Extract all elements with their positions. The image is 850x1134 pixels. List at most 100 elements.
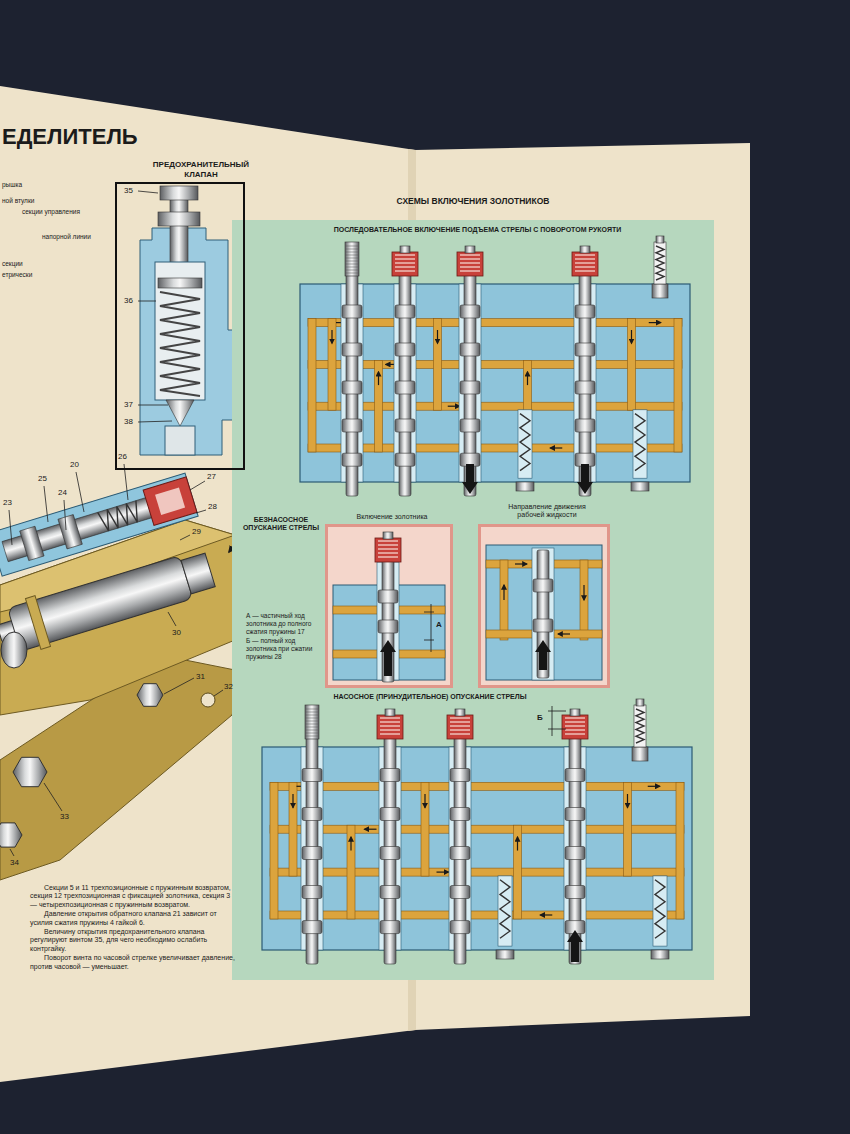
- spool-valve-section: [518, 410, 532, 478]
- spool-valve-section: [460, 266, 480, 267]
- scheme-heading: ПОСЛЕДОВАТЕЛЬНОЕ ВКЛЮЧЕНИЕ ПОДЪЕМА СТРЕЛ…: [250, 226, 705, 234]
- callout-number: 20: [70, 460, 79, 470]
- spool-valve-section: [305, 712, 319, 713]
- spool-valve-section: [305, 724, 319, 725]
- note-paragraph: Величину открытия предохранительного кла…: [30, 928, 235, 953]
- relief-valve-drawing: [158, 278, 202, 288]
- spool-valve-section: [345, 258, 359, 259]
- spool-valve-section: [380, 717, 400, 718]
- flow-detail: [558, 633, 570, 634]
- spool-valve-section: [562, 715, 588, 739]
- detail-heading: Направление движения рабочей жидкости: [497, 503, 597, 520]
- callout-number: 27: [207, 472, 216, 482]
- relief-valve-drawing: [165, 426, 195, 455]
- valve-cylinder: [181, 553, 215, 594]
- spool-valve-section: [460, 262, 480, 263]
- spool-detail: [431, 604, 432, 652]
- spool-valve-section: [302, 769, 322, 782]
- spool-valve-section: [380, 847, 400, 860]
- relief-valve-drawing: [140, 186, 236, 455]
- spool-valve-section: [395, 270, 415, 271]
- callout-number: 30: [172, 628, 181, 638]
- cutaway-spool: [58, 515, 82, 549]
- spool-valve-section: [514, 825, 522, 919]
- callout-number: 36: [124, 296, 133, 306]
- spool-valve-section: [380, 725, 400, 726]
- spool-valve-section: [342, 381, 362, 394]
- spool-valve-section: [517, 837, 518, 851]
- spool-valve-section: [577, 464, 593, 494]
- spool-valve-section: [305, 705, 319, 739]
- spool-valve-section: [565, 725, 585, 726]
- spool-valve-section: [575, 266, 595, 267]
- spool-valve-section: [345, 255, 359, 256]
- spool-valve-section: [345, 267, 359, 268]
- leader-lines: [168, 612, 176, 626]
- spool-valve-section: [580, 246, 590, 253]
- spool-valve-section: [527, 372, 528, 385]
- spool-valve-section: [572, 252, 598, 276]
- spool-valve-section: [635, 414, 645, 471]
- leader-lines: [44, 486, 48, 522]
- spool-valve-section: [520, 414, 530, 471]
- flow-detail: [532, 548, 554, 680]
- spool-valve-section: [305, 715, 319, 716]
- spool-valve-section: [550, 447, 562, 448]
- cutaway-spool: [20, 526, 44, 560]
- spool-valve-section: [270, 782, 278, 919]
- spool-valve-section: [345, 264, 359, 265]
- flow-detail: [535, 640, 551, 670]
- spool-detail: [378, 544, 398, 545]
- spool-valve-section: [460, 270, 480, 271]
- flow-detail: [583, 585, 584, 600]
- spool-valve-section: [450, 921, 470, 934]
- relief-valve-drawing: [166, 400, 194, 426]
- spool-valve-section: [378, 372, 379, 385]
- spool-valve-section: [565, 729, 585, 730]
- spool-valve-section: [631, 482, 649, 491]
- spool-valve-section: [345, 261, 359, 262]
- spool-valve-section: [345, 252, 359, 253]
- spool-valve-section: [342, 419, 362, 432]
- valve-cylinder: [7, 556, 192, 652]
- callout-number: 28: [208, 502, 217, 512]
- spool-valve-section: [565, 808, 585, 821]
- list-fragment: напорной линии: [42, 233, 91, 241]
- spool-valve-section: [400, 246, 410, 253]
- valve-cylinder: [25, 596, 50, 650]
- leader-lines: [10, 849, 14, 856]
- spool-valve-section: [380, 921, 400, 934]
- flow-detail: [478, 524, 610, 688]
- spool-valve-section: [460, 258, 480, 259]
- spool-valve-section: [424, 794, 425, 808]
- spool-valve-section: [634, 705, 646, 747]
- leader-lines: [164, 678, 194, 694]
- list-fragment: секции: [2, 260, 23, 268]
- flow-detail: [500, 560, 508, 640]
- dimension-letter: А: [436, 620, 442, 630]
- spool-valve-section: [465, 246, 475, 253]
- leader-lines: [64, 500, 66, 530]
- spool-valve-section: [308, 319, 316, 452]
- spool-valve-section: [575, 258, 595, 259]
- spool-valve-section: [262, 699, 692, 964]
- flow-detail: [486, 545, 602, 680]
- spool-valve-section: [632, 747, 648, 761]
- spool-valve-section: [300, 236, 690, 496]
- scheme-region: ПОСЛЕДОВАТЕЛЬНОЕ ВКЛЮЧЕНИЕ ПОДЪЕМА СТРЕЛ…: [250, 224, 705, 499]
- spool-valve-section: [450, 847, 470, 860]
- spool-valve-section: [380, 886, 400, 899]
- spool-valve-section: [380, 733, 400, 734]
- spool-valve-section: [575, 305, 595, 318]
- leader-lines: [76, 472, 84, 512]
- dimension-mark: [552, 706, 553, 736]
- note-paragraph: Поворот винта по часовой стрелке увеличи…: [30, 954, 235, 971]
- spool-valve-section: [434, 319, 442, 411]
- scheme-panel: [232, 220, 714, 980]
- spool-valve-section: [305, 730, 319, 731]
- spool-valve-section: [380, 721, 400, 722]
- spool-valve-section: [575, 270, 595, 271]
- spool-valve-section: [627, 794, 628, 808]
- scheme-heading: НАСОСНОЕ (ПРИНУДИТЕЛЬНОЕ) ОПУСКАНИЕ СТРЕ…: [305, 693, 555, 701]
